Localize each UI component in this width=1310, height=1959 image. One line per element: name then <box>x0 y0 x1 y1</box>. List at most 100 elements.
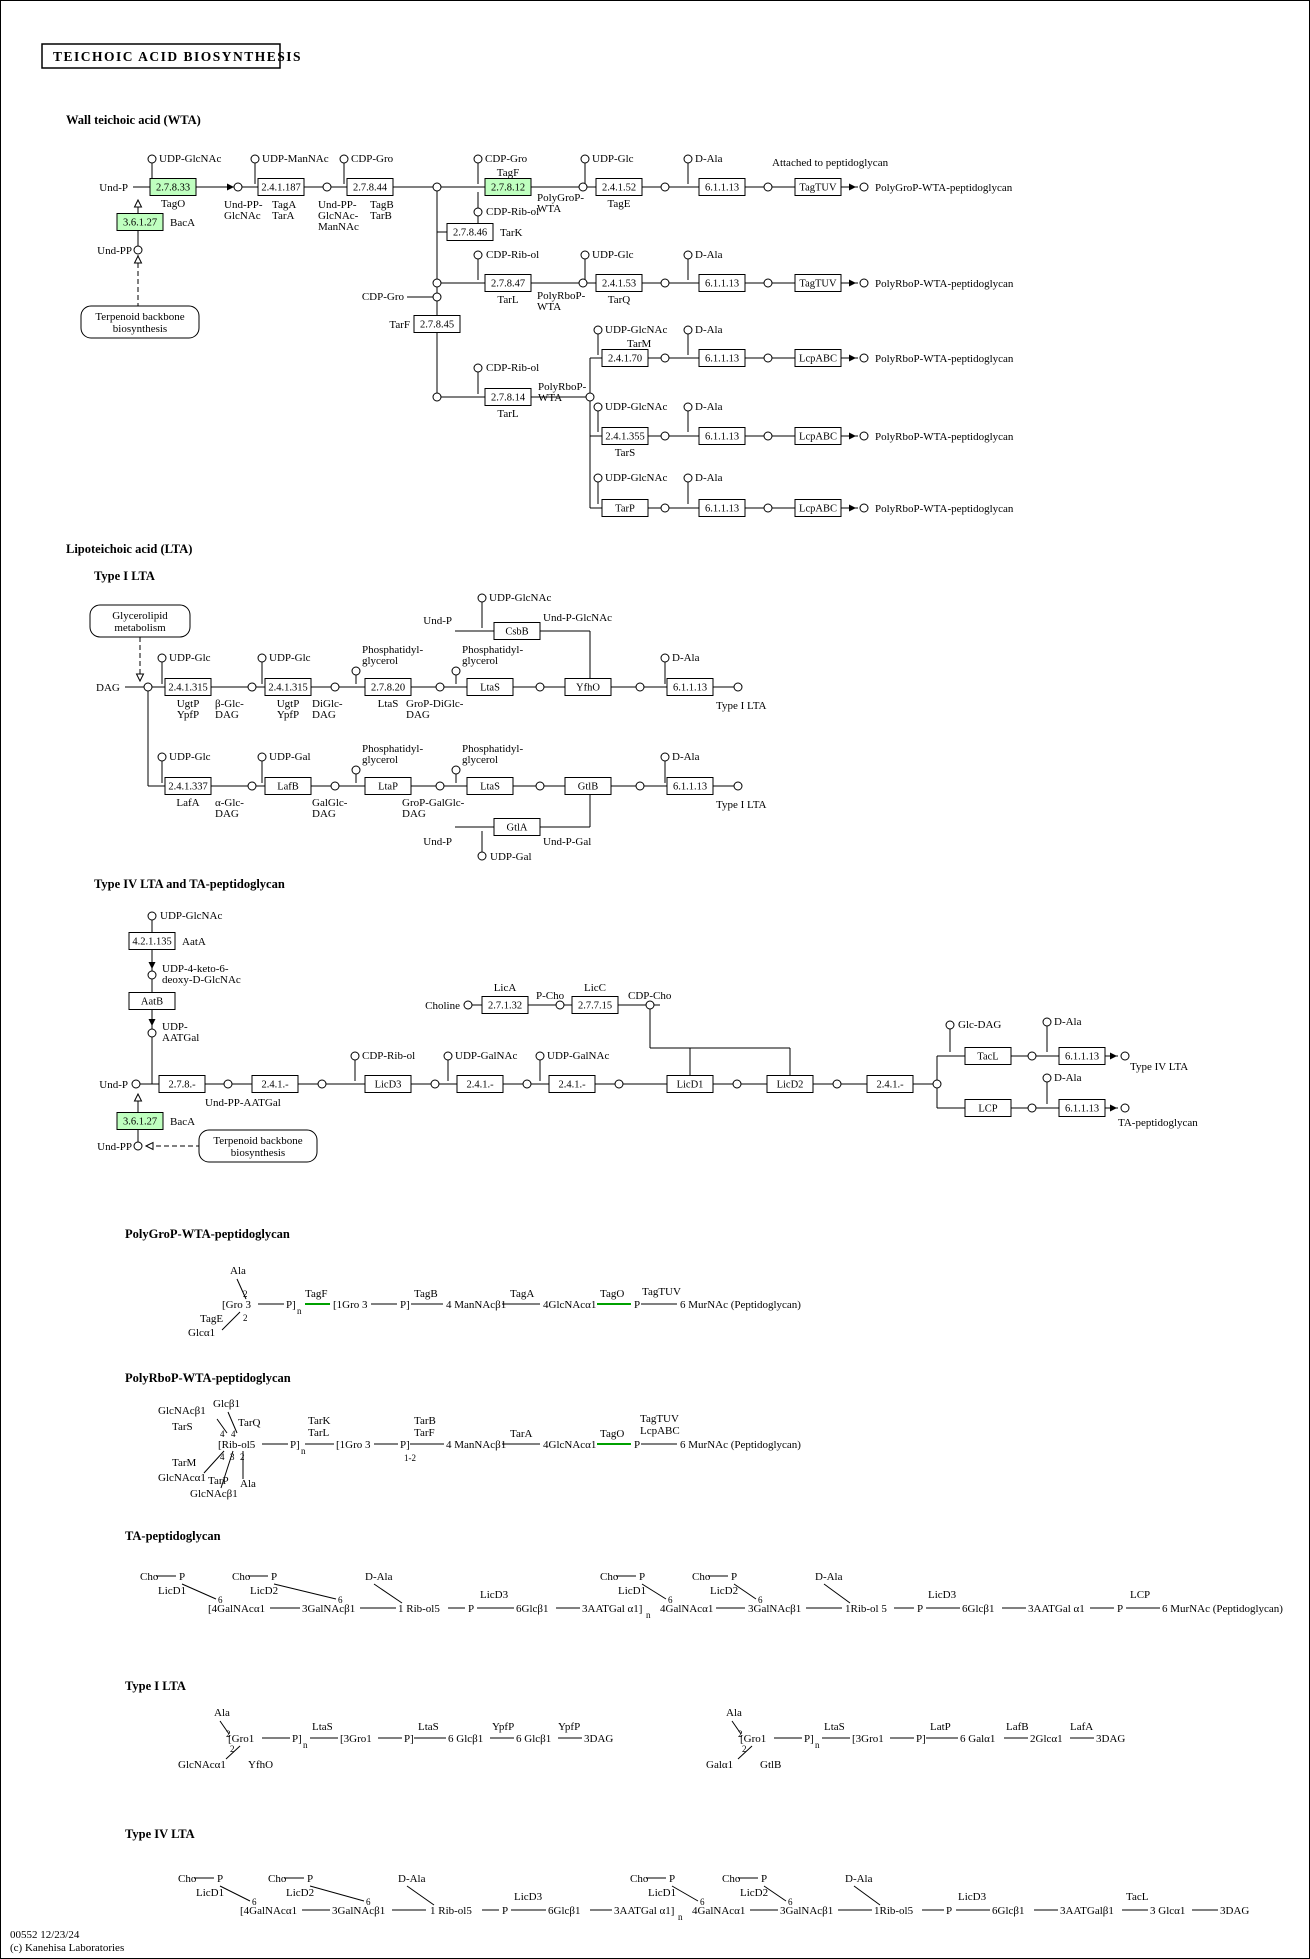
enzyme-box-tagtuv[interactable] <box>794 274 842 292</box>
compound-circle[interactable] <box>555 1000 565 1010</box>
enzyme-box-2-7-7-15[interactable] <box>571 996 619 1014</box>
compound-circle[interactable] <box>143 682 153 692</box>
enzyme-box-lcpabc[interactable] <box>794 499 842 517</box>
enzyme-box-2-7-8-14[interactable] <box>484 388 532 406</box>
enzyme-box-tagtuv[interactable] <box>794 178 842 196</box>
enzyme-box-licd3[interactable] <box>364 1075 412 1093</box>
compound-circle[interactable] <box>443 1051 453 1061</box>
compound-circle[interactable] <box>593 402 603 412</box>
compound-circle[interactable] <box>578 278 588 288</box>
compound-circle[interactable] <box>683 325 693 335</box>
enzyme-box-2-7-8-33[interactable] <box>149 178 197 196</box>
compound-circle[interactable] <box>147 970 157 980</box>
compound-circle[interactable] <box>432 278 442 288</box>
compound-circle[interactable] <box>580 154 590 164</box>
compound-circle[interactable] <box>473 207 483 217</box>
compound-circle[interactable] <box>683 473 693 483</box>
enzyme-box-6-1-1-13[interactable] <box>698 499 746 517</box>
enzyme-box-lcp[interactable] <box>964 1099 1012 1117</box>
compound-circle[interactable] <box>451 765 461 775</box>
compound-circle[interactable] <box>473 363 483 373</box>
compound-circle[interactable] <box>147 154 157 164</box>
compound-circle[interactable] <box>463 1000 473 1010</box>
enzyme-box-2-4-1-52[interactable] <box>595 178 643 196</box>
compound-circle[interactable] <box>133 245 143 255</box>
compound-circle[interactable] <box>585 392 595 402</box>
compound-circle[interactable] <box>330 781 340 791</box>
enzyme-box-6-1-1-13[interactable] <box>698 349 746 367</box>
compound-circle[interactable] <box>451 666 461 676</box>
enzyme-box-6-1-1-13[interactable] <box>698 427 746 445</box>
enzyme-box-2-4-1[interactable] <box>548 1075 596 1093</box>
compound-circle[interactable] <box>763 431 773 441</box>
enzyme-box-6-1-1-13[interactable] <box>698 178 746 196</box>
enzyme-box-3-6-1-27[interactable] <box>116 213 164 231</box>
enzyme-box-csbb[interactable] <box>493 622 541 640</box>
compound-circle[interactable] <box>250 154 260 164</box>
enzyme-box-gtlb[interactable] <box>564 777 612 795</box>
compound-circle[interactable] <box>763 503 773 513</box>
enzyme-box-2-7-8-20[interactable] <box>364 678 412 696</box>
compound-circle[interactable] <box>660 353 670 363</box>
compound-circle[interactable] <box>660 278 670 288</box>
compound-circle[interactable] <box>133 1141 143 1151</box>
compound-circle[interactable] <box>522 1079 532 1089</box>
compound-circle[interactable] <box>339 154 349 164</box>
compound-circle[interactable] <box>435 682 445 692</box>
compound-circle[interactable] <box>635 682 645 692</box>
compound-circle[interactable] <box>660 752 670 762</box>
enzyme-box-licd1[interactable] <box>666 1075 714 1093</box>
enzyme-box-2-4-1[interactable] <box>866 1075 914 1093</box>
enzyme-box-tacl[interactable] <box>964 1047 1012 1065</box>
enzyme-box-gtla[interactable] <box>493 818 541 836</box>
compound-circle[interactable] <box>432 392 442 402</box>
enzyme-box-3-6-1-27[interactable] <box>116 1112 164 1130</box>
enzyme-box-2-7-8-45[interactable] <box>413 315 461 333</box>
compound-circle[interactable] <box>859 278 869 288</box>
compound-circle[interactable] <box>1027 1103 1037 1113</box>
compound-circle[interactable] <box>432 182 442 192</box>
compound-circle[interactable] <box>635 781 645 791</box>
compound-circle[interactable] <box>350 1051 360 1061</box>
compound-circle[interactable] <box>683 154 693 164</box>
pathway-link-terpenoid-backbone-biosynthesis[interactable] <box>80 305 200 339</box>
compound-circle[interactable] <box>593 325 603 335</box>
compound-circle[interactable] <box>247 682 257 692</box>
compound-circle[interactable] <box>473 154 483 164</box>
enzyme-box-2-4-1-355[interactable] <box>601 427 649 445</box>
compound-circle[interactable] <box>593 473 603 483</box>
compound-circle[interactable] <box>578 182 588 192</box>
compound-circle[interactable] <box>932 1079 942 1089</box>
compound-circle[interactable] <box>473 250 483 260</box>
enzyme-box-6-1-1-13[interactable] <box>1058 1047 1106 1065</box>
enzyme-box-aatb[interactable] <box>128 992 176 1010</box>
compound-circle[interactable] <box>859 503 869 513</box>
compound-circle[interactable] <box>732 1079 742 1089</box>
compound-circle[interactable] <box>317 1079 327 1089</box>
compound-circle[interactable] <box>733 781 743 791</box>
compound-circle[interactable] <box>1042 1073 1052 1083</box>
enzyme-box-2-4-1[interactable] <box>251 1075 299 1093</box>
compound-circle[interactable] <box>733 682 743 692</box>
compound-circle[interactable] <box>580 250 590 260</box>
compound-circle[interactable] <box>351 666 361 676</box>
compound-circle[interactable] <box>233 182 243 192</box>
enzyme-box-2-7-8-12[interactable] <box>484 178 532 196</box>
compound-circle[interactable] <box>147 1028 157 1038</box>
enzyme-box-2-4-1-70[interactable] <box>601 349 649 367</box>
compound-circle[interactable] <box>1120 1103 1130 1113</box>
enzyme-box-6-1-1-13[interactable] <box>1058 1099 1106 1117</box>
compound-circle[interactable] <box>535 1051 545 1061</box>
enzyme-box-lcpabc[interactable] <box>794 427 842 445</box>
compound-circle[interactable] <box>247 781 257 791</box>
enzyme-box-lafb[interactable] <box>264 777 312 795</box>
enzyme-box-ltap[interactable] <box>364 777 412 795</box>
enzyme-box-2-4-1[interactable] <box>456 1075 504 1093</box>
compound-circle[interactable] <box>257 653 267 663</box>
compound-circle[interactable] <box>763 182 773 192</box>
enzyme-box-2-4-1-53[interactable] <box>595 274 643 292</box>
enzyme-box-2-7-8-46[interactable] <box>446 223 494 241</box>
enzyme-box-ltas[interactable] <box>466 678 514 696</box>
compound-circle[interactable] <box>131 1079 141 1089</box>
compound-circle[interactable] <box>1027 1051 1037 1061</box>
